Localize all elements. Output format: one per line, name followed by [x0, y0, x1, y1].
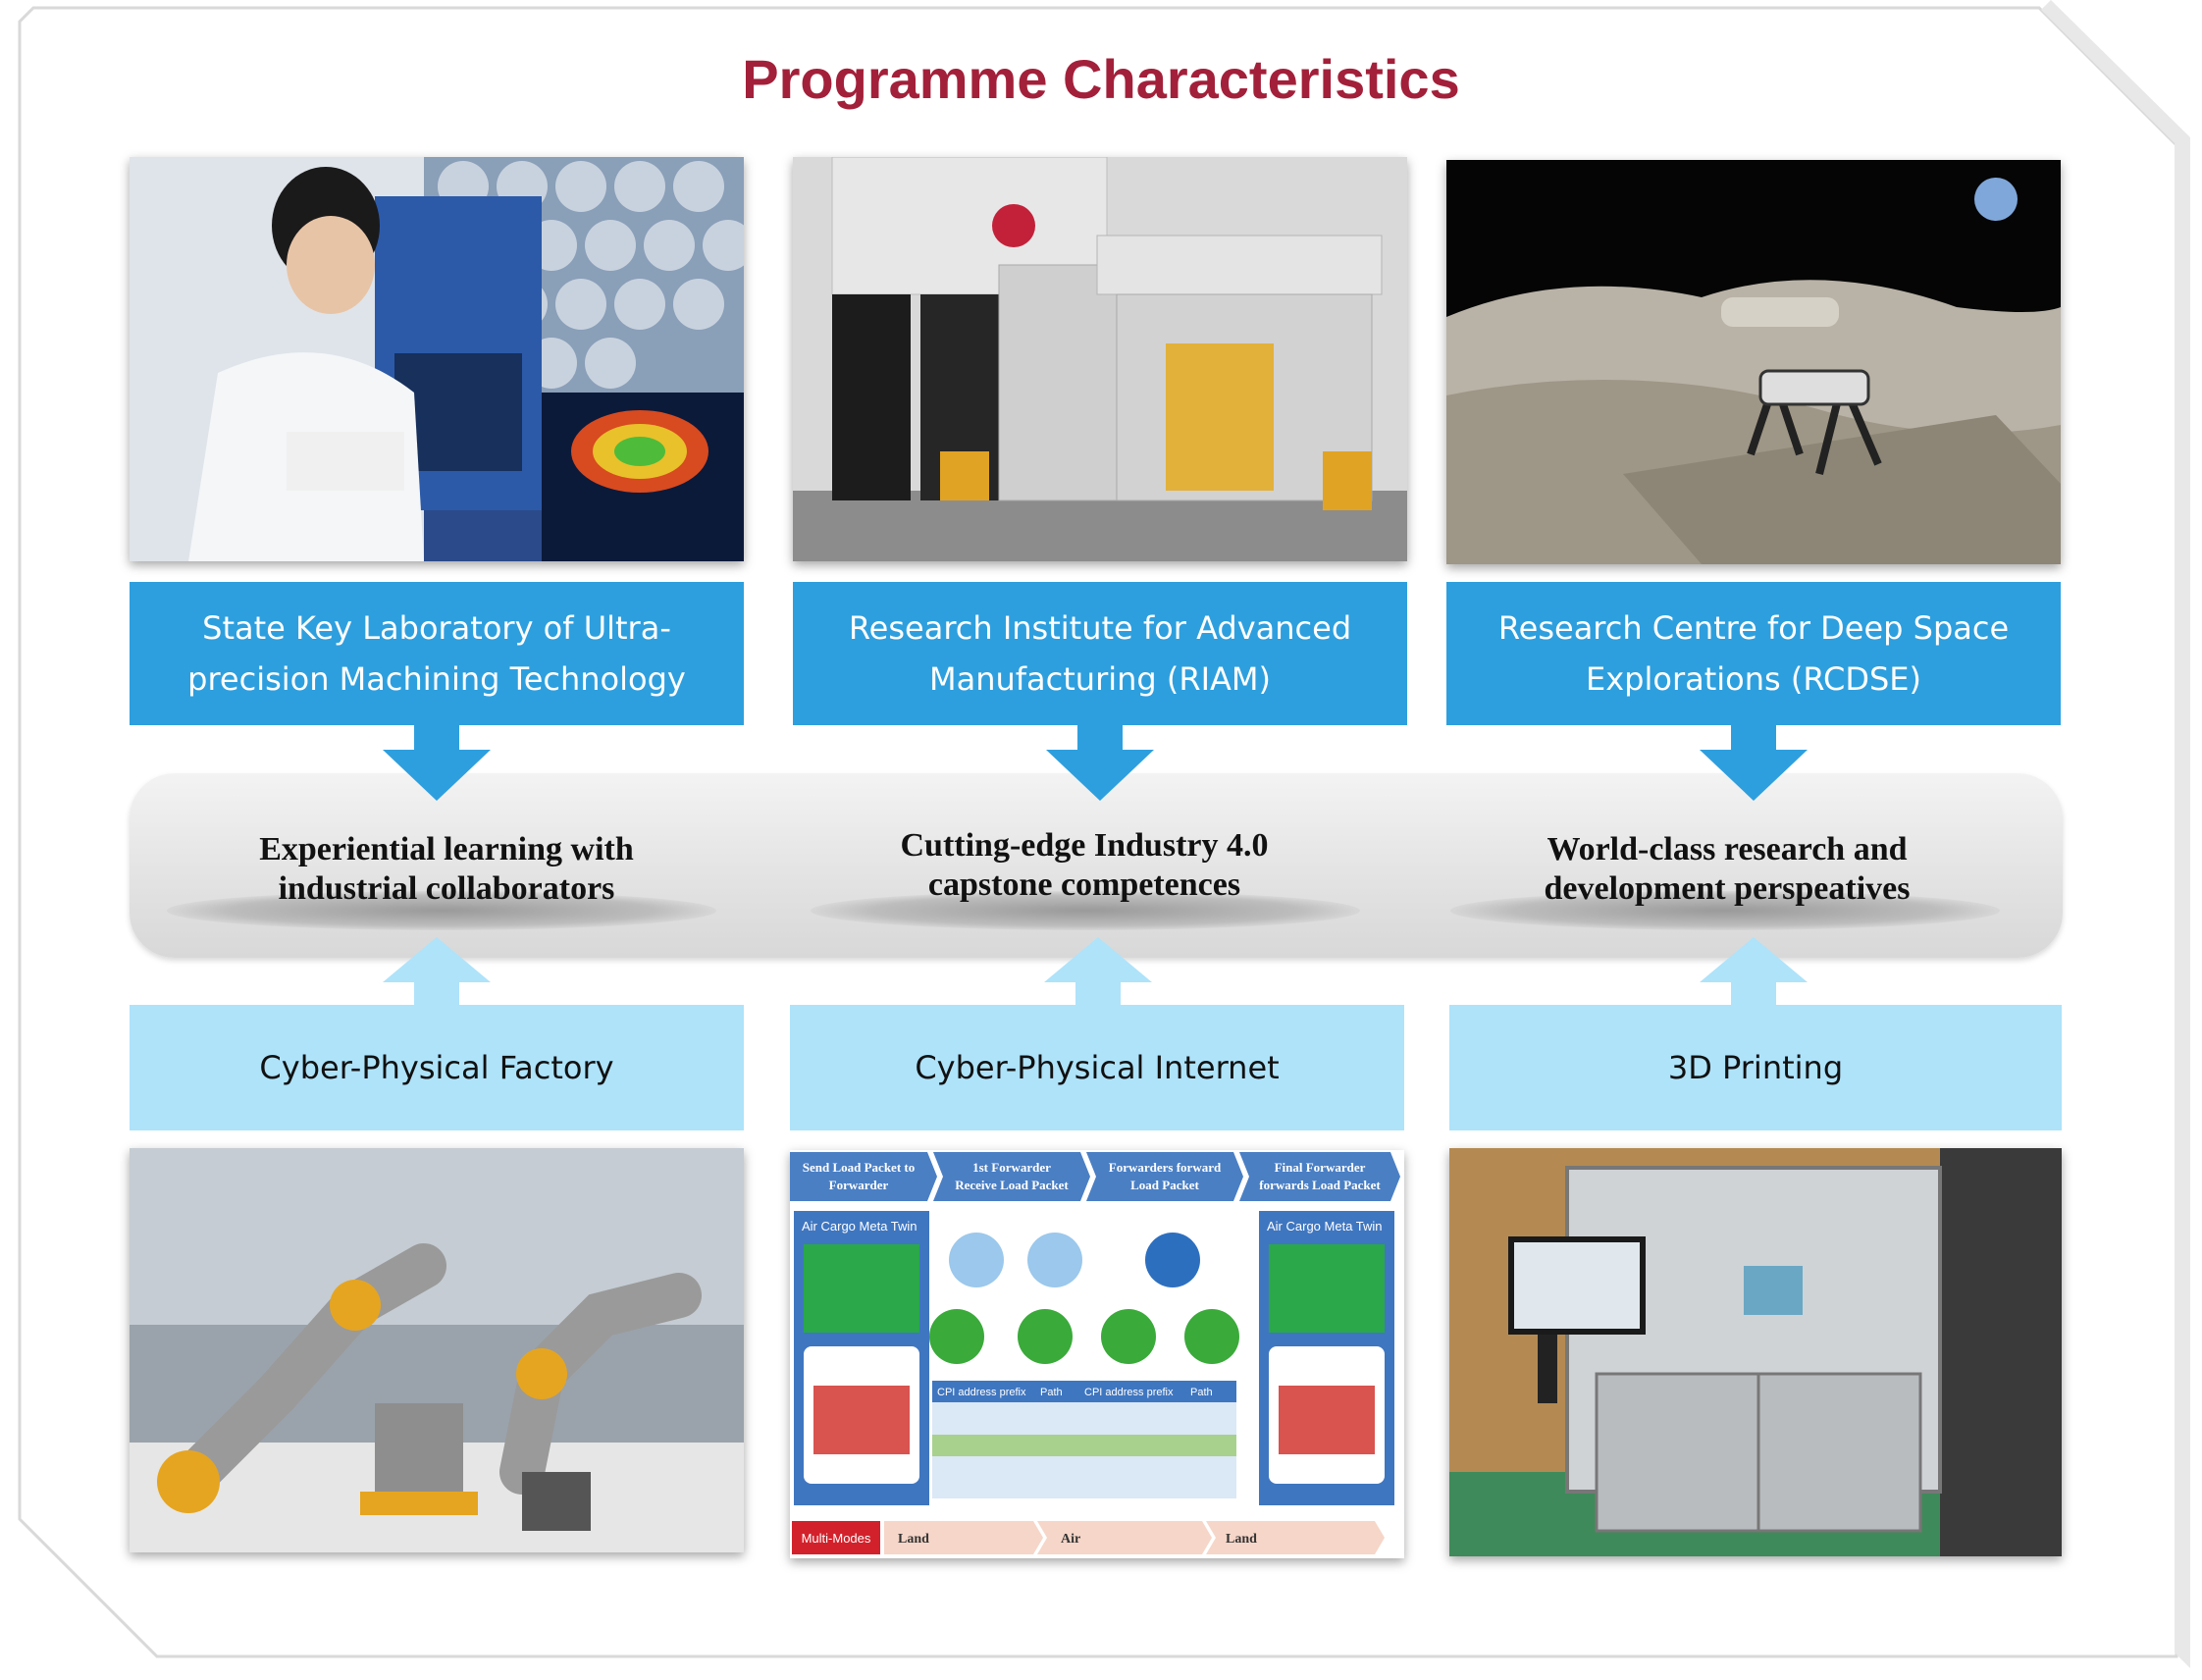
arrow-up-icon [1044, 937, 1152, 1008]
table-header-path-right: Path [1190, 1387, 1213, 1398]
arrow-up-icon [1700, 937, 1808, 1008]
band-ellipse [1450, 891, 2000, 930]
cyber-physical-internet-diagram: Send Load Packet to Forwarder 1st Forwar… [790, 1150, 1404, 1558]
top-box-label: Research Institute for Advanced Manufact… [848, 609, 1352, 698]
table-header-prefix-right: CPI address prefix [1084, 1387, 1174, 1398]
step-1-line-2: Forwarder [829, 1178, 889, 1192]
bottom-box-label: Cyber-Physical Factory [259, 1049, 614, 1086]
arrow-down-icon [383, 724, 491, 801]
step-4-line-2: forwards Load Packet [1259, 1178, 1381, 1192]
top-box-rcdse: Research Centre for Deep Space Explorati… [1446, 582, 2061, 725]
step-2-line-1: 1st Forwarder [972, 1160, 1051, 1175]
page-title: Programme Characteristics [742, 48, 1460, 110]
3d-printer-photo [1449, 1148, 2062, 1556]
table-header-path-left: Path [1040, 1387, 1063, 1398]
bottom-box-3d-printing: 3D Printing [1449, 1005, 2062, 1130]
top-box-label: State Key Laboratory of Ultra-precision … [187, 609, 686, 698]
step-3-line-1: Forwarders forward [1109, 1160, 1222, 1175]
arrow-down-icon [1046, 724, 1154, 801]
arrow-up-icon [383, 937, 491, 1008]
band-text-research: World-class research and development per… [1544, 831, 1911, 907]
table-header-prefix-left: CPI address prefix [937, 1387, 1026, 1398]
modes-label: Multi-Modes [802, 1531, 871, 1546]
step-3-line-2: Load Packet [1130, 1178, 1199, 1192]
mode-air: Air [1061, 1532, 1080, 1547]
lab-photo [130, 157, 744, 561]
bottom-box-label: 3D Printing [1667, 1049, 1844, 1086]
step-4-line-1: Final Forwarder [1275, 1160, 1366, 1175]
step-1-line-1: Send Load Packet to [803, 1160, 915, 1175]
top-box-state-key-lab: State Key Laboratory of Ultra-precision … [130, 582, 744, 725]
mode-land-2: Land [1226, 1532, 1257, 1547]
bottom-box-label: Cyber-Physical Internet [915, 1049, 1280, 1086]
band-text-experiential: Experiential learning with industrial co… [259, 831, 634, 907]
band-text-industry: Cutting-edge Industry 4.0 capstone compe… [900, 827, 1269, 903]
band-ellipse [811, 891, 1360, 930]
twin-title-left: Air Cargo Meta Twin [802, 1219, 918, 1234]
bottom-box-cyber-physical-internet: Cyber-Physical Internet [790, 1005, 1404, 1130]
top-box-label: Research Centre for Deep Space Explorati… [1497, 609, 2010, 698]
arrow-down-icon [1700, 724, 1808, 801]
bottom-box-cyber-physical-factory: Cyber-Physical Factory [130, 1005, 744, 1130]
mode-land-1: Land [898, 1532, 929, 1547]
band-ellipse [167, 891, 716, 930]
top-box-riam: Research Institute for Advanced Manufact… [793, 582, 1407, 725]
step-2-line-2: Receive Load Packet [955, 1178, 1069, 1192]
riam-photo [793, 157, 1407, 561]
twin-title-right: Air Cargo Meta Twin [1267, 1219, 1383, 1234]
deep-space-photo [1446, 160, 2061, 564]
robot-arm-photo [130, 1148, 744, 1552]
